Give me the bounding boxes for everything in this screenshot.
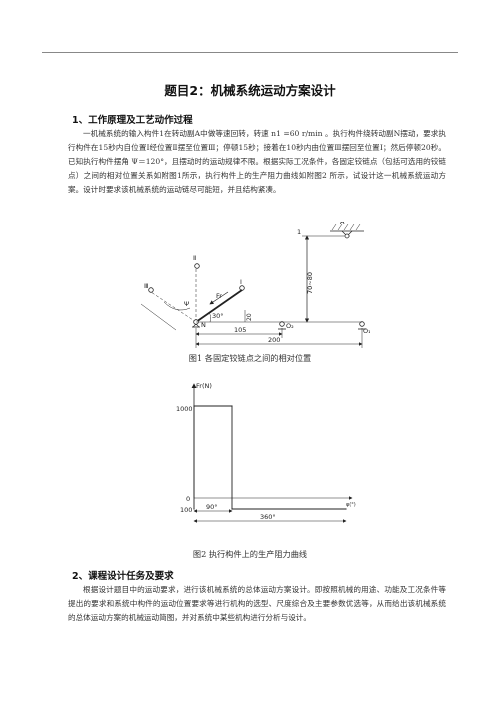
label-N: N bbox=[201, 321, 206, 329]
figure2-caption: 图2 执行构件上的生产阻力曲线 bbox=[192, 549, 308, 559]
y-tick-100: 100 bbox=[180, 506, 192, 514]
curve-point bbox=[193, 508, 195, 510]
y-tick-1000: 1000 bbox=[176, 405, 193, 413]
figure2-chart: Fr(N) φ(°) 1000 0 100 90° 360° bbox=[176, 382, 356, 523]
dim-200: 200 bbox=[268, 336, 280, 344]
y-axis-label: Fr(N) bbox=[196, 382, 212, 390]
section2-heading: 2、课程设计任务及要求 bbox=[72, 571, 174, 582]
x-axis-label: φ(°) bbox=[346, 502, 356, 508]
label-angle: 30° bbox=[212, 312, 224, 320]
figure1-caption: 图1 各固定铰链点之间的相对位置 bbox=[188, 353, 312, 363]
dim-90: 90° bbox=[206, 503, 218, 511]
label-pos2: Ⅱ bbox=[193, 254, 196, 262]
section2-paragraph: 根据设计题目中的运动要求，进行该机械系统的总体运动方案设计。即按照机械的用途、功… bbox=[68, 585, 446, 622]
curve-point bbox=[231, 508, 233, 510]
dim-vertical: 70~80 bbox=[306, 272, 314, 294]
label-pos1: Ⅰ bbox=[240, 278, 242, 286]
section1-paragraph: 一机械系统的输入构件1在转动副A中做等速回转，转速 n1 =60 r/min 。… bbox=[68, 129, 446, 194]
section1-heading: 1、工作原理及工艺动作过程 bbox=[72, 115, 193, 126]
label-pos3: Ⅲ bbox=[144, 282, 148, 290]
dim-360: 360° bbox=[260, 513, 276, 521]
page-title: 题目2：机械系统运动方案设计 bbox=[164, 83, 336, 98]
figure1-diagram: A 1 70~80 Ⅱ Ⅲ Ⅰ Ψ Fr 30° N 20 O₂ O₁ 105 … bbox=[140, 222, 370, 348]
label-psi: Ψ bbox=[184, 300, 189, 308]
dim-105: 105 bbox=[234, 326, 246, 334]
header-rule bbox=[42, 52, 458, 53]
curve-point bbox=[231, 405, 233, 407]
label-O2: O₂ bbox=[286, 322, 294, 330]
label-one: 1 bbox=[297, 228, 301, 236]
label-force: Fr bbox=[216, 292, 222, 300]
curve-point bbox=[193, 405, 195, 407]
y-tick-0: 0 bbox=[186, 495, 190, 503]
label-O1: O₁ bbox=[363, 327, 370, 335]
curve-point bbox=[345, 508, 347, 510]
resistance-curve bbox=[193, 405, 346, 510]
label-A: A bbox=[340, 222, 345, 226]
dim-20: 20 bbox=[246, 313, 253, 321]
